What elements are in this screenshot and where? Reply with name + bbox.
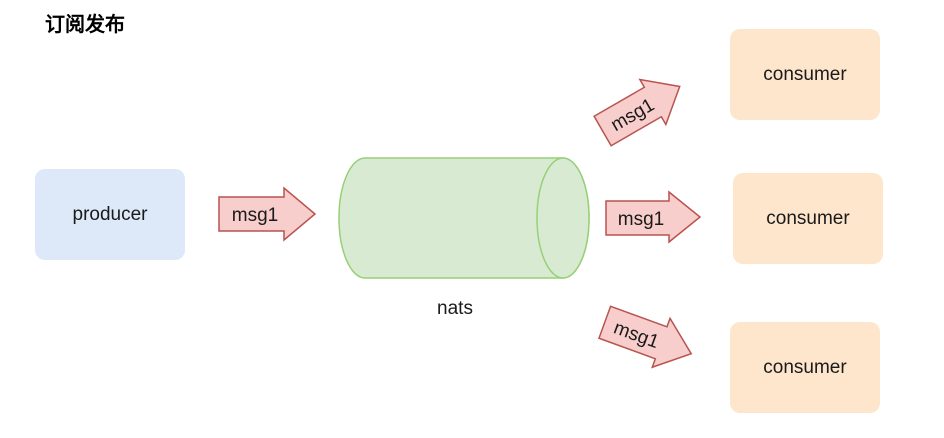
- consumer-label: consumer: [766, 207, 850, 229]
- diagram-title: 订阅发布: [45, 12, 125, 36]
- producer-label: producer: [72, 203, 148, 225]
- queue-label: nats: [437, 298, 473, 319]
- consumer-box-top: consumer: [730, 29, 880, 120]
- msg-label: msg1: [232, 205, 278, 226]
- msg-arrow-to-consumer-middle: msg1: [605, 190, 702, 244]
- nats-queue-cylinder: [338, 157, 590, 279]
- msg-label: msg1: [618, 209, 664, 230]
- msg-arrow-to-consumer-bottom: msg1: [597, 305, 693, 369]
- consumer-box-middle: consumer: [733, 173, 883, 264]
- msg-arrow-producer-to-queue: msg1: [218, 186, 317, 242]
- msg-arrow-to-consumer-top: msg1: [593, 78, 681, 147]
- consumer-box-bottom: consumer: [730, 322, 880, 413]
- consumer-label: consumer: [763, 356, 847, 378]
- consumer-label: consumer: [763, 63, 847, 85]
- producer-box: producer: [35, 169, 185, 260]
